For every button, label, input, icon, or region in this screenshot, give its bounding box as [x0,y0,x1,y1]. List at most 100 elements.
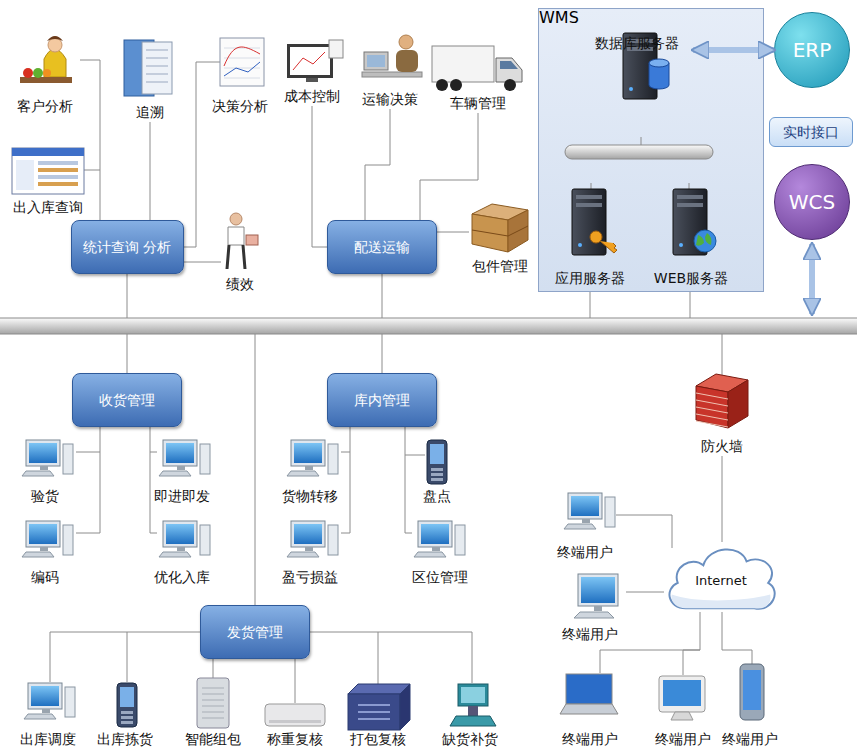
icon-part [24,714,56,719]
node-text: 配送运输 [354,238,410,256]
wire [641,137,642,145]
cloud-node: Internet [662,540,780,618]
wire [127,274,128,318]
box-icon [472,204,528,252]
icon-caption: 终端用户 [653,731,713,747]
icon-part [44,49,66,77]
node-text: 收货管理 [99,391,155,409]
wire [341,427,350,533]
icon-part [605,497,615,527]
icon-part [450,79,462,91]
icon-caption: 优化入库 [152,569,212,585]
icon-part [26,521,60,547]
icon-part [399,35,413,49]
icon-part [22,471,54,476]
circle-node: ERP [774,12,850,88]
icon-caption: 编码 [29,569,61,585]
icon-part [358,718,390,720]
wire [312,106,327,247]
icon-part [679,243,683,247]
server-bus [565,145,713,159]
icon-part [28,683,62,709]
pc-icon [24,683,75,719]
icon-part [294,524,322,544]
kiosk-icon [450,684,496,726]
icon-part [202,718,224,719]
icon-caption: 终端用户 [720,731,780,747]
wire [255,334,256,605]
icon-part [358,711,390,713]
wire [722,612,752,664]
icon-part [432,46,494,82]
icon-caption: 称重复核 [265,731,325,747]
icon-part [396,50,418,72]
pda-icon [427,440,447,484]
icon-part [117,683,137,727]
wire [365,109,390,220]
icon-part [291,440,325,466]
icon-part [461,687,485,703]
icon-part [578,574,618,606]
icon-caption: 即进即发 [152,488,212,504]
icon-part [121,721,133,724]
icon-caption: 包件管理 [470,258,530,274]
icon-part [362,72,422,77]
icon-part [576,195,602,199]
icon-part [358,704,390,706]
icon-part [265,704,325,726]
icon-part [571,496,599,516]
icon-part [65,687,75,717]
icon-part [500,61,518,69]
icon-part [269,720,321,723]
wire [295,659,296,703]
node-text: 发货管理 [227,623,283,641]
icon-caption: 终端用户 [560,731,620,747]
icon-part [328,444,338,474]
icon-caption: 盈亏损益 [280,569,340,585]
icon-caption: 车辆管理 [448,95,508,111]
icon-part [47,36,63,41]
icon-part [177,547,185,551]
icon-part [696,400,728,406]
icon-part [26,440,60,466]
icon-part [427,440,447,484]
node-text: 数据库服务器 [595,29,679,57]
icon-part [159,552,191,557]
node-text: WEB服务器 [654,269,728,287]
icon-part [696,393,728,399]
icon-part [146,58,168,59]
icon-part [649,59,669,67]
node-text: 统计查询 分析 [83,238,171,256]
wire [50,632,51,682]
icon-part [287,471,319,476]
wire [213,659,214,678]
icon-caption: 决策分析 [210,98,270,114]
icon-part [63,444,73,474]
icon-part [40,466,48,470]
system-bus [0,318,857,334]
icon-part [431,468,443,471]
icon-part [629,87,633,91]
icon-part [328,525,338,555]
icon-part [42,709,50,713]
wire [80,60,100,220]
phone-icon [740,664,764,720]
icon-part [287,552,319,557]
icon-part [38,168,78,172]
icon-caption: 缺货补货 [440,731,500,747]
icon-part [694,230,716,252]
icon-part [224,48,260,49]
box-node: 发货管理 [200,605,310,659]
pc-icon [22,521,73,557]
wire [590,292,591,318]
icon-part [22,552,54,557]
icon-part [38,161,78,165]
wire [722,334,723,376]
server-node: 数据库服务器 [589,27,693,135]
wire [341,452,350,453]
icon-part [574,612,614,618]
laptop-icon [560,674,618,714]
icon-part [560,704,618,714]
wire [420,113,478,220]
wire [150,122,151,220]
